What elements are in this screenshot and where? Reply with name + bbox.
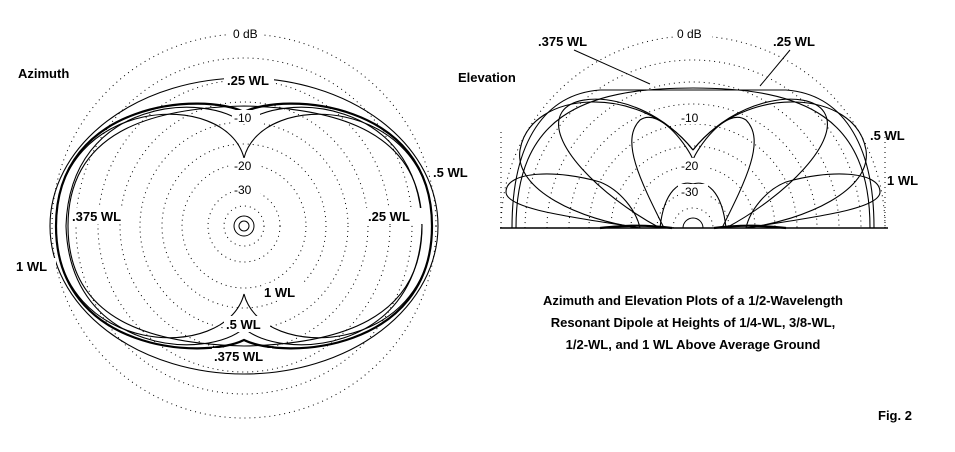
azimuth-grid-ring-30db bbox=[207, 189, 281, 263]
azimuth-grid-ring bbox=[161, 143, 327, 309]
elevation-grid-ring bbox=[568, 103, 818, 229]
elevation-curves bbox=[505, 87, 881, 230]
azimuth-grid-ring-10db bbox=[139, 121, 349, 331]
elevation-center-ring bbox=[682, 217, 704, 229]
elevation-curve-1wl-mid-right bbox=[692, 116, 755, 229]
azimuth-grid-ring bbox=[75, 57, 413, 395]
azimuth-label-0375wl-left: .375 WL bbox=[72, 209, 121, 224]
azimuth-label-025wl-top: .25 WL bbox=[227, 73, 269, 88]
azimuth-grid bbox=[51, 33, 437, 419]
caption-line-1: Azimuth and Elevation Plots of a 1/2-Wav… bbox=[543, 293, 843, 308]
azimuth-grid-ring bbox=[97, 79, 391, 373]
elevation-db-label-30: -30 bbox=[681, 185, 699, 199]
elevation-label-05wl: .5 WL bbox=[870, 128, 905, 143]
azimuth-label-025wl-right: .25 WL bbox=[368, 209, 410, 224]
azimuth-label-05wl-bottom: .5 WL bbox=[226, 317, 261, 332]
elevation-grid bbox=[500, 35, 888, 229]
elevation-curve-labels: Elevation .375 WL .25 WL .5 WL 1 WL bbox=[458, 34, 918, 188]
elevation-grid-ring bbox=[546, 81, 840, 229]
elevation-curve-05wl-left bbox=[558, 98, 694, 229]
caption: Azimuth and Elevation Plots of a 1/2-Wav… bbox=[543, 293, 843, 352]
elevation-label-0375wl: .375 WL bbox=[538, 34, 587, 49]
figure-number: Fig. 2 bbox=[878, 408, 912, 423]
azimuth-curve-outer-bold bbox=[54, 102, 434, 350]
azimuth-center-ring bbox=[233, 215, 255, 237]
elevation-curve-1wl-low-right bbox=[745, 173, 881, 229]
elevation-grid-ring-30db bbox=[656, 191, 730, 229]
elevation-grid-ring bbox=[524, 59, 862, 229]
azimuth-title: Azimuth bbox=[18, 66, 69, 81]
elevation-leader-0375wl bbox=[573, 49, 651, 85]
azimuth-grid-ring bbox=[223, 205, 265, 247]
azimuth-db-labels: 0 dB -10 -20 -30 bbox=[228, 26, 264, 197]
azimuth-grid-ring-0db bbox=[51, 33, 437, 419]
elevation-grid-ring-0db bbox=[500, 35, 886, 229]
azimuth-curve-labels: Azimuth .25 WL .5 WL .375 WL .25 WL 1 WL… bbox=[14, 66, 476, 364]
azimuth-label-1wl-left: 1 WL bbox=[16, 259, 47, 274]
azimuth-db-label-30: -30 bbox=[234, 183, 252, 197]
azimuth-center-ring bbox=[238, 220, 250, 232]
elevation-db-labels: 0 dB -10 -20 -30 bbox=[674, 26, 712, 199]
azimuth-curve-0375wl bbox=[67, 105, 423, 347]
azimuth-label-05wl-right: .5 WL bbox=[433, 165, 468, 180]
elevation-plot: 0 dB -10 -20 -30 Elevation .375 WL .25 W… bbox=[458, 26, 918, 230]
azimuth-db-label-20: -20 bbox=[234, 159, 252, 173]
azimuth-curve-1wl bbox=[55, 113, 433, 339]
elevation-curve-05wl-outer-right bbox=[692, 101, 867, 229]
azimuth-grid-ring-20db bbox=[181, 163, 307, 289]
elevation-title: Elevation bbox=[458, 70, 516, 85]
caption-line-2: Resonant Dipole at Heights of 1/4-WL, 3/… bbox=[551, 315, 836, 330]
elevation-leader-025wl bbox=[759, 49, 791, 87]
azimuth-label-1wl-center: 1 WL bbox=[264, 285, 295, 300]
azimuth-label-0375wl-bottom: .375 WL bbox=[214, 349, 263, 364]
azimuth-db-label-10: -10 bbox=[234, 111, 252, 125]
azimuth-plot: 0 dB -10 -20 -30 Azimuth .25 WL .5 WL .3… bbox=[14, 26, 476, 419]
elevation-curve-05wl-outer-left bbox=[519, 101, 694, 229]
elevation-curve-025wl bbox=[515, 87, 871, 229]
elevation-curve-0375wl bbox=[511, 89, 875, 229]
caption-line-3: 1/2-WL, and 1 WL Above Average Ground bbox=[566, 337, 821, 352]
azimuth-grid-ring bbox=[119, 101, 369, 351]
elevation-curve-05wl-right bbox=[692, 98, 828, 229]
elevation-ground-lobe-left bbox=[599, 224, 673, 230]
elevation-db-label-10: -10 bbox=[681, 111, 699, 125]
elevation-db-label-20: -20 bbox=[681, 159, 699, 173]
elevation-ground-lobe-right bbox=[713, 224, 787, 230]
elevation-label-025wl: .25 WL bbox=[773, 34, 815, 49]
elevation-db-label-0: 0 dB bbox=[677, 27, 702, 41]
elevation-curve-1wl-mid-left bbox=[631, 116, 694, 229]
elevation-curve-1wl-low-left bbox=[505, 173, 641, 229]
azimuth-db-label-0: 0 dB bbox=[233, 27, 258, 41]
azimuth-curve-05wl bbox=[65, 106, 423, 346]
elevation-grid-ring-10db bbox=[588, 123, 798, 229]
elevation-label-1wl: 1 WL bbox=[887, 173, 918, 188]
